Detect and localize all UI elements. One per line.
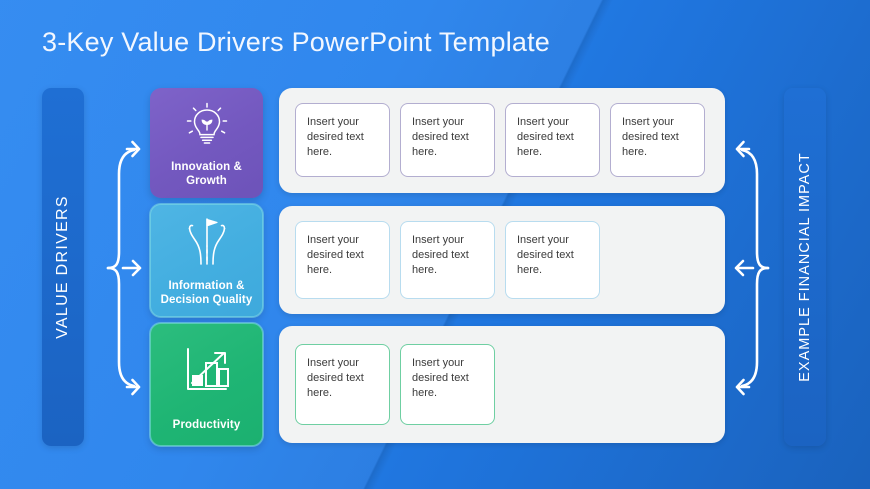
- text-cell[interactable]: Insert your desired text here.: [295, 103, 390, 177]
- lightbulb-sprout-icon: [150, 100, 263, 148]
- content-row-innovation: Insert your desired text here. Insert yo…: [279, 88, 725, 193]
- rail-right-label: EXAMPLE FINANCIAL IMPACT: [797, 152, 813, 382]
- driver-label-productivity: Productivity: [172, 419, 241, 431]
- forked-road-flag-icon: [150, 216, 263, 266]
- cell-group-row-3: Insert your desired text here. Insert yo…: [295, 344, 495, 425]
- text-cell[interactable]: Insert your desired text here.: [400, 221, 495, 299]
- text-cell[interactable]: Insert your desired text here.: [610, 103, 705, 177]
- text-cell[interactable]: Insert your desired text here.: [400, 103, 495, 177]
- driver-card-information-decision-quality[interactable]: Information & Decision Quality: [149, 203, 264, 318]
- text-cell[interactable]: Insert your desired text here.: [505, 221, 600, 299]
- text-cell[interactable]: Insert your desired text here.: [295, 344, 390, 425]
- text-cell[interactable]: Insert your desired text here.: [400, 344, 495, 425]
- content-row-productivity: Insert your desired text here. Insert yo…: [279, 326, 725, 443]
- page-title: 3-Key Value Drivers PowerPoint Template: [42, 27, 551, 57]
- rail-example-financial-impact[interactable]: EXAMPLE FINANCIAL IMPACT: [784, 88, 826, 446]
- text-cell[interactable]: Insert your desired text here.: [295, 221, 390, 299]
- rail-value-drivers[interactable]: VALUE DRIVERS: [42, 88, 84, 446]
- driver-card-productivity[interactable]: Productivity: [149, 322, 264, 447]
- right-brace-arrow-icon: [734, 140, 770, 396]
- rail-left-label: VALUE DRIVERS: [54, 195, 71, 339]
- cell-group-row-2: Insert your desired text here. Insert yo…: [295, 221, 600, 299]
- content-row-information: Insert your desired text here. Insert yo…: [279, 206, 725, 314]
- bar-chart-arrow-icon: [150, 345, 263, 393]
- driver-card-innovation-growth[interactable]: Innovation & Growth: [150, 88, 263, 198]
- driver-label-information-decision-quality: Information & Decision Quality: [160, 280, 253, 306]
- cell-group-row-1: Insert your desired text here. Insert yo…: [295, 103, 705, 177]
- text-cell[interactable]: Insert your desired text here.: [505, 103, 600, 177]
- left-brace-arrow-icon: [106, 140, 142, 396]
- driver-label-innovation-growth: Innovation & Growth: [171, 161, 242, 187]
